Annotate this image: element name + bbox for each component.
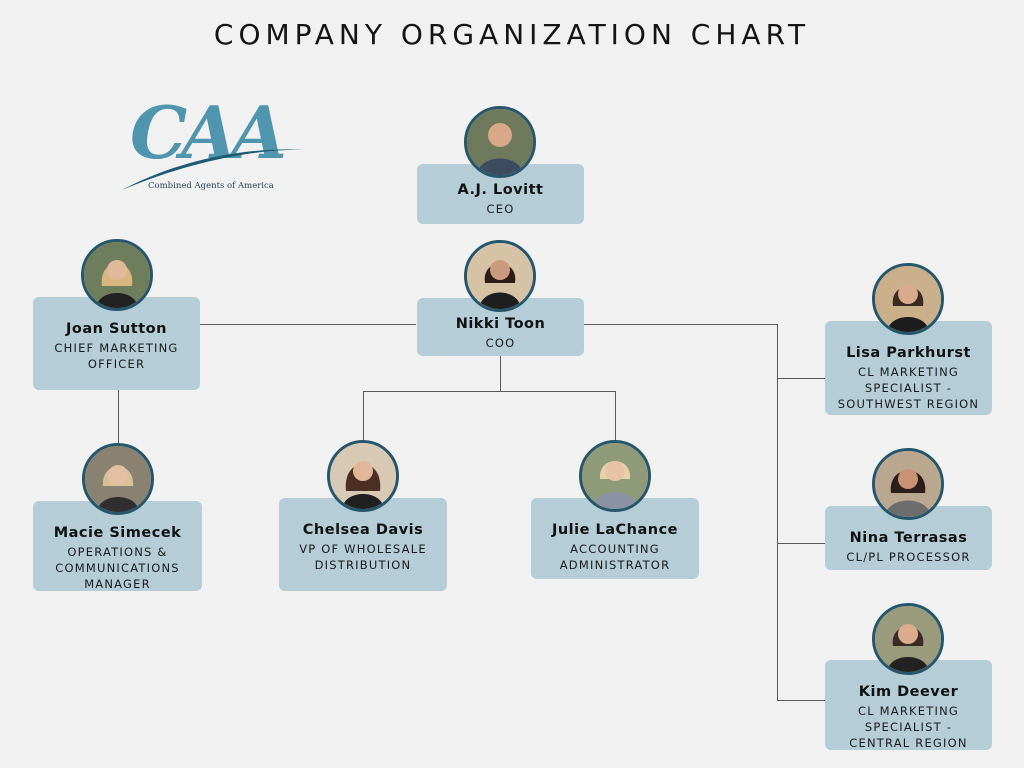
ops-name: Macie Simecek bbox=[53, 525, 182, 541]
kim-photo bbox=[872, 603, 944, 675]
cmo-photo bbox=[81, 239, 153, 311]
connector bbox=[777, 378, 825, 379]
acct-name: Julie LaChance bbox=[551, 522, 679, 538]
cmo-role: CHIEF MARKETING OFFICER bbox=[54, 341, 179, 371]
ops-role: OPERATIONS & COMMUNICATIONS MANAGER bbox=[55, 545, 180, 591]
connector bbox=[777, 700, 825, 701]
vp-role: VP OF WHOLESALE DISTRIBUTION bbox=[299, 542, 427, 572]
ops-photo bbox=[82, 443, 154, 515]
lisa-name: Lisa Parkhurst bbox=[846, 345, 971, 361]
ops-card: Macie Simecek OPERATIONS & COMMUNICATION… bbox=[33, 501, 202, 591]
chart-title: COMPANY ORGANIZATION CHART bbox=[213, 18, 811, 51]
connector bbox=[615, 391, 616, 443]
lisa-card: Lisa Parkhurst CL MARKETING SPECIALIST -… bbox=[825, 321, 992, 415]
logo-mark: CAA bbox=[130, 90, 284, 175]
company-logo: CAA Combined Agents of America bbox=[118, 88, 318, 198]
acct-photo bbox=[579, 440, 651, 512]
lisa-role: CL MARKETING SPECIALIST - SOUTHWEST REGI… bbox=[837, 365, 980, 411]
vp-photo bbox=[327, 440, 399, 512]
coo-name: Nikki Toon bbox=[455, 316, 546, 332]
vp-card: Chelsea Davis VP OF WHOLESALE DISTRIBUTI… bbox=[279, 498, 447, 591]
nina-photo bbox=[872, 448, 944, 520]
cmo-card: Joan Sutton CHIEF MARKETING OFFICER bbox=[33, 297, 200, 390]
nina-name: Nina Terrasas bbox=[849, 530, 968, 546]
ceo-name: A.J. Lovitt bbox=[457, 182, 544, 198]
connector bbox=[584, 324, 778, 325]
nina-role: CL/PL PROCESSOR bbox=[846, 550, 971, 564]
kim-card: Kim Deever CL MARKETING SPECIALIST - CEN… bbox=[825, 660, 992, 750]
kim-name: Kim Deever bbox=[858, 684, 959, 700]
logo-tagline: Combined Agents of America bbox=[148, 181, 274, 191]
coo-photo bbox=[464, 240, 536, 312]
lisa-photo bbox=[872, 263, 944, 335]
coo-card: Nikki Toon COO bbox=[417, 298, 584, 356]
cmo-name: Joan Sutton bbox=[66, 321, 167, 337]
connector bbox=[118, 390, 119, 450]
connector bbox=[363, 391, 364, 443]
vp-name: Chelsea Davis bbox=[302, 522, 424, 538]
connector bbox=[777, 324, 778, 700]
ceo-photo bbox=[464, 106, 536, 178]
coo-role: COO bbox=[485, 336, 516, 350]
connector bbox=[500, 356, 501, 392]
connector bbox=[200, 324, 416, 325]
connector bbox=[363, 391, 616, 392]
connector bbox=[777, 543, 825, 544]
ceo-role: CEO bbox=[486, 202, 515, 216]
kim-role: CL MARKETING SPECIALIST - CENTRAL REGION bbox=[849, 704, 968, 750]
acct-role: ACCOUNTING ADMINISTRATOR bbox=[559, 542, 671, 572]
